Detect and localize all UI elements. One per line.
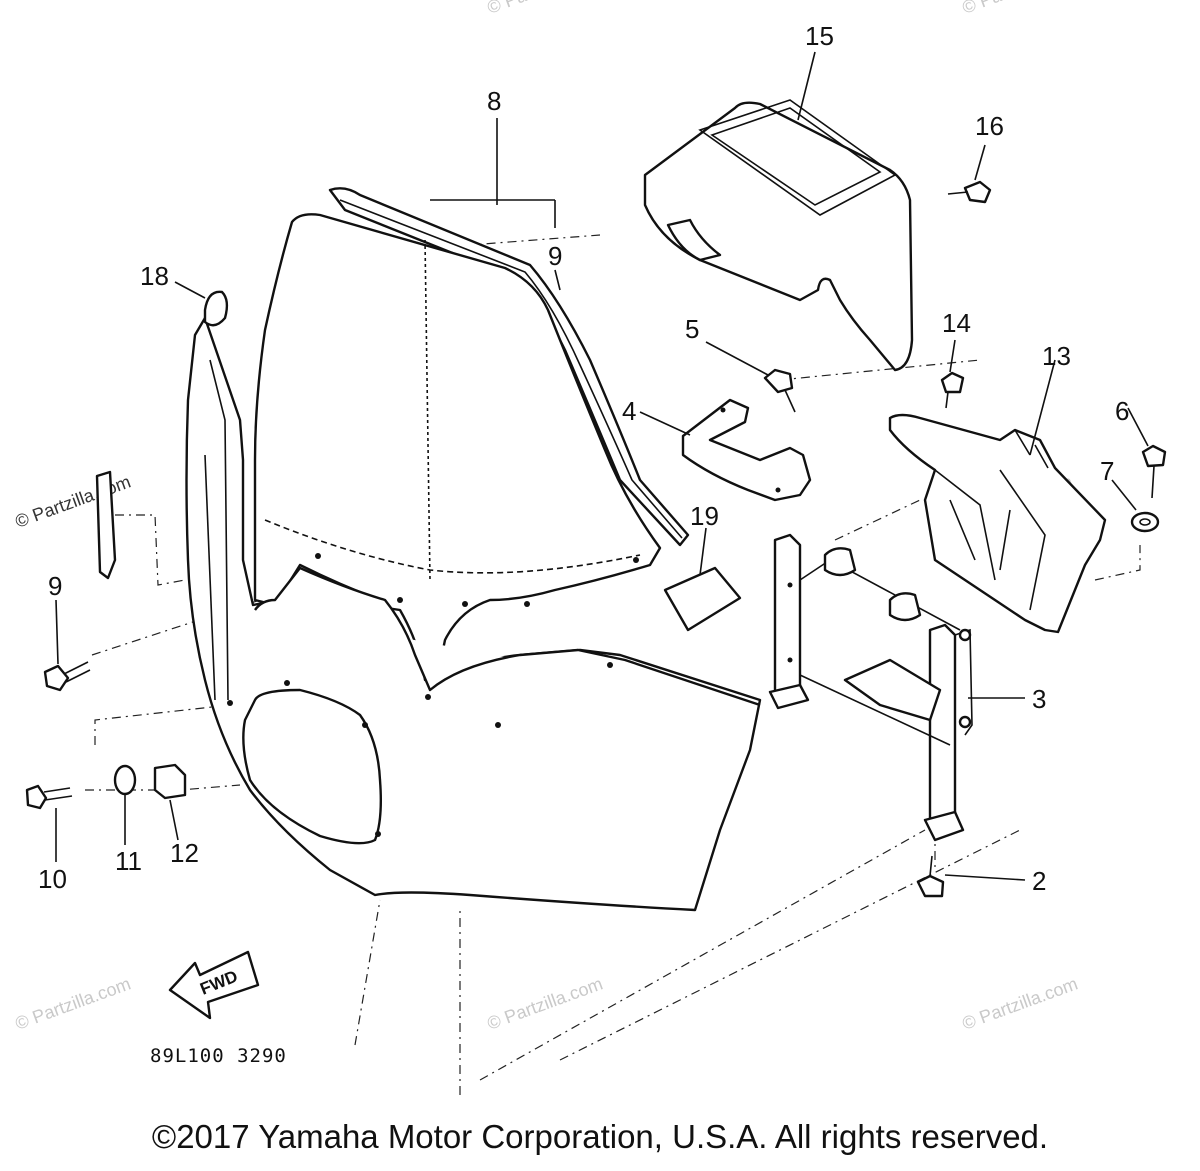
- part-15-meter-cover: [643, 99, 914, 372]
- callout-16: 16: [975, 111, 1004, 141]
- part-19-pad: [663, 566, 742, 632]
- callouts: 15 16 8 9 18 5 14 13 6 4 7 19 9 3 10 11 …: [38, 21, 1129, 896]
- callout-9-left: 9: [48, 571, 62, 601]
- side-strip: [95, 470, 117, 580]
- callout-3: 3: [1032, 684, 1046, 714]
- callout-9-top: 9: [548, 241, 562, 271]
- callout-13: 13: [1042, 341, 1071, 371]
- part-14-bolt: [940, 371, 965, 409]
- part-5-screw: [763, 368, 796, 413]
- callout-18: 18: [140, 261, 169, 291]
- callout-7: 7: [1100, 456, 1114, 486]
- part-16-screw: [947, 180, 992, 204]
- watermark: © Partzilla.com: [13, 471, 134, 531]
- part-4-bracket: [681, 398, 812, 502]
- watermark: © Partzilla.com: [13, 973, 134, 1033]
- copyright-notice: ©2017 Yamaha Motor Corporation, U.S.A. A…: [151, 1118, 1049, 1155]
- watermark: © Partzilla.com: [485, 973, 606, 1033]
- part-2-bolt: [916, 855, 945, 898]
- part-11-washer: [113, 764, 137, 796]
- callout-10: 10: [38, 864, 67, 894]
- callout-19: 19: [690, 501, 719, 531]
- callout-8: 8: [487, 86, 501, 116]
- watermark: © Partzilla.com: [960, 973, 1081, 1033]
- part-13-meter-bracket: [888, 413, 1107, 634]
- forward-arrow-icon: FWD: [168, 950, 260, 1020]
- callout-14: 14: [942, 308, 971, 338]
- callout-6: 6: [1115, 396, 1129, 426]
- front-cowling: [185, 316, 762, 912]
- callout-2: 2: [1032, 866, 1046, 896]
- part-7-washer: [1130, 511, 1160, 533]
- watermark: © Partzilla.com: [960, 0, 1081, 18]
- assembly-lines: [85, 234, 1141, 1095]
- callout-4: 4: [622, 396, 636, 426]
- callout-11: 11: [115, 846, 142, 876]
- part-6-bolt: [1141, 444, 1167, 499]
- callout-12: 12: [170, 838, 199, 868]
- part-9-screw: [43, 661, 91, 692]
- callout-15: 15: [805, 21, 834, 51]
- part-3-stay-frame: [768, 533, 973, 842]
- watermark: © Partzilla.com: [485, 0, 606, 18]
- callout-5: 5: [685, 314, 699, 344]
- leader-lines: [55, 51, 1149, 881]
- part-12-collar: [153, 763, 187, 800]
- part-10-screw: [25, 784, 73, 810]
- drawing-code: 89L100 3290: [150, 1045, 287, 1067]
- part-18-plug: [203, 290, 229, 327]
